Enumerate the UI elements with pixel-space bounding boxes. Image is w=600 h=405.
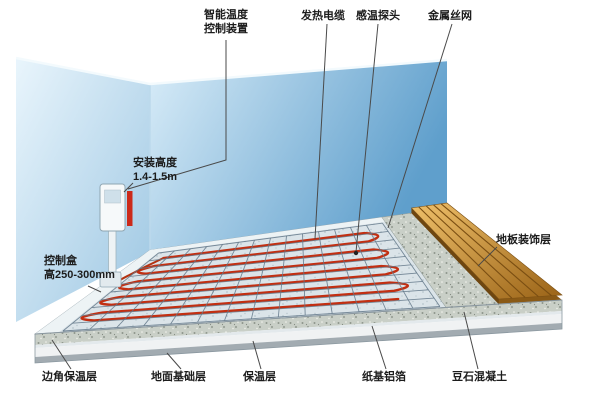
wood-plank-lines — [418, 203, 552, 299]
leader-thermostat — [127, 40, 227, 190]
control-junction-box — [99, 271, 122, 288]
wall-top-edge — [15, 56, 448, 86]
label-thermostat-line2: 控制装置 — [204, 23, 248, 35]
thermostat-indicator — [127, 191, 133, 226]
label-control-box-line2: 高250-300mm — [44, 269, 115, 281]
leader-base-layer — [166, 352, 182, 370]
label-sensor-probe: 感温探头 — [356, 10, 400, 22]
room-walls — [15, 56, 448, 322]
label-install-height-line1: 安装高度 — [133, 157, 177, 169]
label-base-layer: 地面基础层 — [151, 371, 206, 383]
label-install-height-line2: 1.4-1.5m — [133, 171, 178, 183]
label-pebble-concrete: 豆石混凝土 — [452, 371, 507, 383]
label-heating-cable: 发热电缆 — [301, 10, 345, 22]
leader-install-height — [123, 182, 134, 193]
label-control-box-line1: 控制盒 — [44, 255, 77, 267]
label-floor-decor: 地板装饰层 — [496, 234, 551, 246]
label-install-height: 安装高度 1.4-1.5m — [133, 156, 177, 184]
leader-control-box — [87, 285, 102, 293]
leader-floor-decor — [477, 246, 498, 267]
wood-layer-edge — [411, 208, 499, 305]
leader-edge-insulation — [51, 339, 72, 370]
label-thermostat: 智能温度 控制装置 — [192, 8, 260, 36]
back-wall — [150, 60, 447, 252]
label-control-box: 控制盒 高250-300mm — [44, 254, 115, 282]
leader-wire-mesh — [387, 23, 453, 229]
leader-insulation — [252, 340, 262, 370]
front-face-foil-layer — [35, 311, 562, 348]
floor-slab — [33, 202, 563, 364]
left-wall — [16, 58, 150, 322]
thermostat-screen — [104, 189, 121, 204]
leader-lines — [51, 23, 498, 370]
slab-front-top-edge — [34, 299, 563, 335]
edge-insulation-strip-back — [144, 208, 453, 255]
label-thermostat-line1: 智能温度 — [204, 9, 248, 21]
leader-concrete — [463, 311, 479, 370]
label-edge-insulation: 边角保温层 — [42, 371, 97, 383]
label-paper-foil: 纸基铝箔 — [362, 371, 406, 383]
front-face-concrete-layer — [35, 300, 562, 345]
label-wire-mesh: 金属丝网 — [428, 10, 472, 22]
front-face-base-layer — [35, 323, 562, 363]
leader-sensor-probe — [355, 23, 379, 253]
heating-cable-path — [80, 231, 409, 322]
sensor-probe-tip — [353, 250, 359, 256]
leader-foil — [371, 325, 387, 370]
front-face-insulation-layer — [35, 314, 562, 357]
leader-heating-cable — [314, 23, 328, 240]
thermostat-assembly — [99, 183, 133, 288]
label-insulation-layer: 保温层 — [243, 371, 276, 383]
